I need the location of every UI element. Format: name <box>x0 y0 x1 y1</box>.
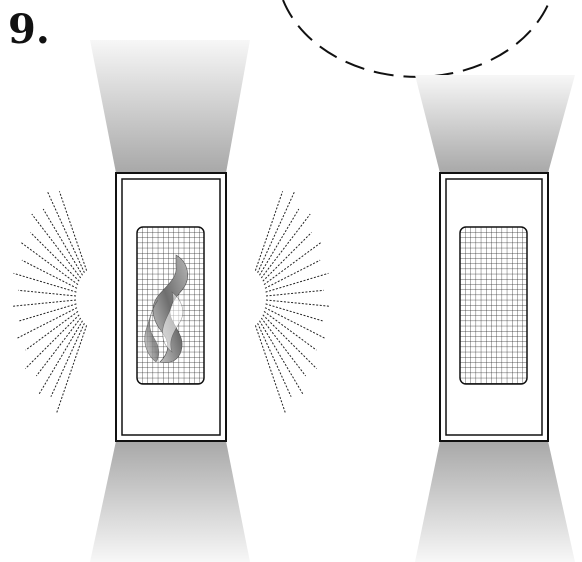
emission-line <box>12 299 77 307</box>
emission-line <box>25 310 79 351</box>
beam-bottom-left <box>90 441 250 562</box>
device-right-mesh-grille <box>459 226 528 385</box>
emission-line <box>19 241 79 286</box>
emission-line <box>257 191 295 273</box>
emission-line <box>21 259 78 289</box>
beam-top-right <box>415 75 575 173</box>
emission-line <box>18 289 77 297</box>
emission-line <box>262 314 317 369</box>
emission-line <box>265 299 330 307</box>
emission-line <box>264 259 321 289</box>
emission-line <box>264 307 327 340</box>
emission-line <box>263 241 323 286</box>
emission-line <box>15 307 78 340</box>
emission-line <box>262 232 312 282</box>
emission-line <box>254 191 284 271</box>
emission-line <box>58 191 88 271</box>
emission-line <box>260 213 311 279</box>
vibration-lines-icon <box>12 191 88 414</box>
smoke-icon <box>144 254 188 364</box>
emission-line <box>31 213 82 279</box>
device-left <box>115 172 227 442</box>
emission-line <box>263 310 317 351</box>
beam-top-left <box>90 40 250 173</box>
emission-line <box>47 191 85 273</box>
emission-line <box>13 272 77 293</box>
emission-line <box>36 317 82 377</box>
vibration-lines-icon <box>254 191 330 414</box>
emission-line <box>25 314 80 369</box>
emission-line <box>257 323 292 397</box>
emission-line <box>30 232 80 282</box>
emission-line <box>265 272 329 293</box>
emission-line <box>19 303 77 322</box>
emission-line <box>56 325 88 414</box>
device-right <box>439 172 549 442</box>
emission-line <box>254 325 286 414</box>
dashed-callout-circle <box>282 0 551 78</box>
beam-bottom-right <box>415 441 575 562</box>
emission-line <box>260 317 306 377</box>
emission-line <box>265 303 323 322</box>
step-number: 9. <box>8 6 50 53</box>
emission-line <box>265 289 324 297</box>
emission-line <box>50 323 85 397</box>
